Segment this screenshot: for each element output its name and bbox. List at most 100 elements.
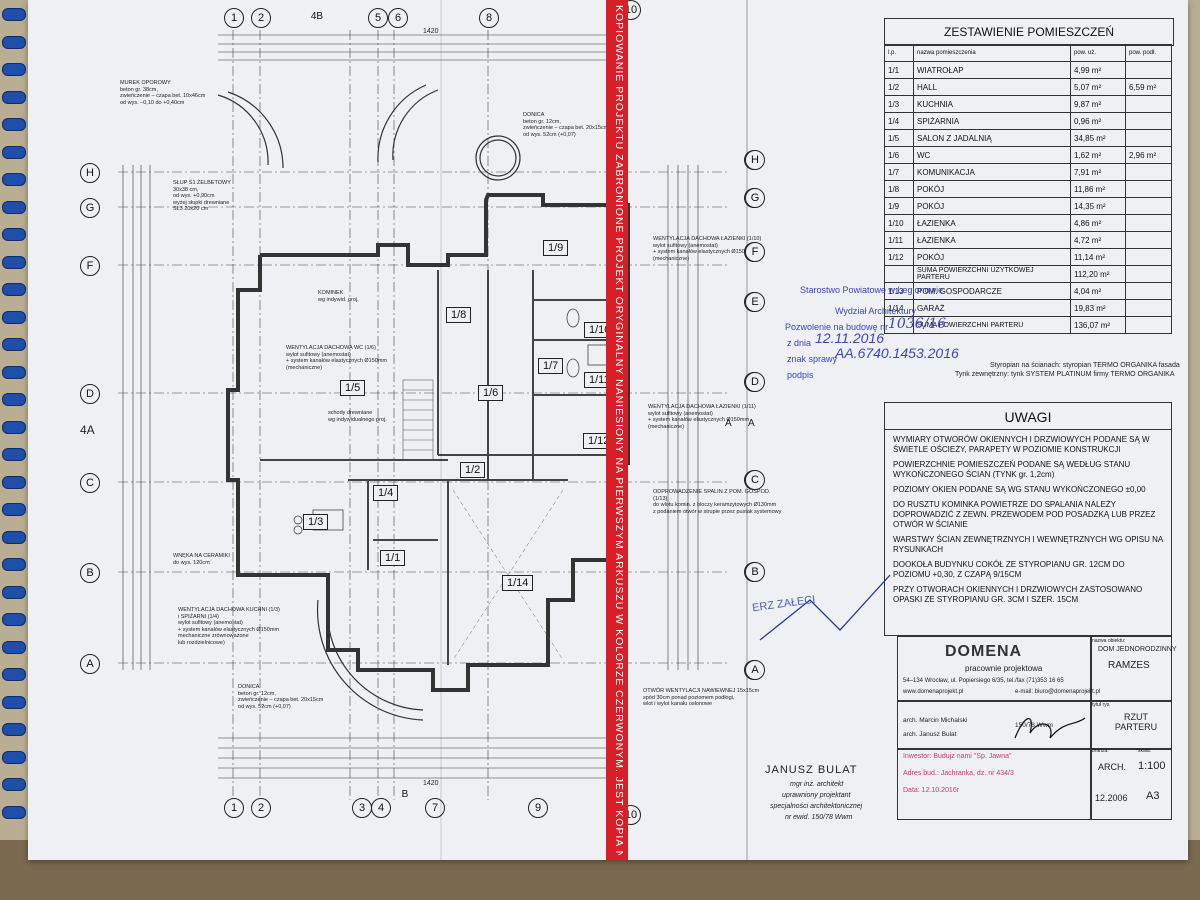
table-cell: ŁAZIENKA xyxy=(913,231,1071,249)
permit-case-number: AA.6740.1453.2016 xyxy=(835,345,959,361)
binding-ring xyxy=(2,173,26,186)
table-cell: 0,96 m² xyxy=(1070,112,1126,130)
table-cell: 9,87 m² xyxy=(1070,95,1126,113)
table-cell: 1/6 xyxy=(884,146,914,164)
note-item: WARSTWY ŚCIAN ZEWNĘTRZNYCH I WEWNĘTRZNYC… xyxy=(893,535,1163,554)
table-cell xyxy=(1125,61,1172,79)
paper-format: A3 xyxy=(1146,790,1160,802)
table-cell: POKÓJ xyxy=(913,248,1071,266)
signature-scribble xyxy=(759,574,891,641)
binding-ring xyxy=(2,750,26,764)
table-header: nazwa pomieszczenia xyxy=(913,44,1071,62)
copyright-strip-text: KOPIOWANIE PROJEKTU ZABRONIONE PROJEKT O… xyxy=(613,5,625,855)
title-block-divider xyxy=(897,700,1172,702)
axis-marker-bottom: 1 xyxy=(224,798,244,818)
brand-sub: pracownie projektowa xyxy=(965,664,1043,673)
binding-ring xyxy=(2,35,26,49)
binding-ring xyxy=(2,63,26,76)
binding-ring xyxy=(2,805,26,819)
sum-total-label: SUMA POWIERZCHNI PARTERU xyxy=(913,316,1071,334)
designer-signature xyxy=(1014,717,1086,739)
note-item: DOOKOŁA BUDYNKU COKÓŁ ZE STYROPIANU GR. … xyxy=(893,560,1125,579)
binding-ring xyxy=(2,585,26,599)
binding-ring xyxy=(2,338,26,351)
table-cell: 1/4 xyxy=(884,112,914,130)
room-label: 1/1 xyxy=(380,550,406,566)
room-label: 1/5 xyxy=(340,380,366,396)
axis-marker-panel: B xyxy=(745,562,765,582)
title-block xyxy=(897,636,1172,820)
signer-title: mgr inż. architekt xyxy=(790,781,844,788)
binding-ring xyxy=(2,365,26,379)
note-donica-bottom: DONICA beton gr. 12cm, zwieńczenie – cza… xyxy=(238,684,324,710)
room-label: 1/14 xyxy=(502,575,534,591)
investor: Inwestor: Budujz nami "Sp. Jawna" xyxy=(903,753,1012,760)
table-cell: KUCHNIA xyxy=(913,95,1071,113)
table-cell: HALL xyxy=(913,78,1071,96)
company-address: 54–134 Wrocław, ul. Popiersiego 6/35, te… xyxy=(903,678,1064,684)
binding-ring xyxy=(2,475,26,489)
room-label: 1/6 xyxy=(478,385,504,401)
binding-ring xyxy=(2,145,26,159)
signer-line: specjalności architektonicznej xyxy=(770,803,863,810)
sum-usable-label: SUMA POWIERZCHNI UŻYTKOWEJ PARTERU xyxy=(913,265,1071,283)
table-cell: SALON Z JADALNIĄ xyxy=(913,129,1071,147)
section-mark: A xyxy=(725,418,732,429)
table-cell: 1/9 xyxy=(884,197,914,215)
binding-ring xyxy=(2,668,26,681)
permit-case-label: znak sprawy xyxy=(787,354,838,364)
floor-plan: 1 2 4B 5 6 8 10 1 2 3 4 B 7 9 10 H G F D… xyxy=(28,0,781,860)
permit-label: Pozwolenie na budowę nr xyxy=(785,322,889,332)
table-cell: 11,86 m² xyxy=(1070,180,1126,198)
axis-marker-panel: C xyxy=(745,470,765,490)
object-name: DOM JEDNORODZINNY xyxy=(1098,646,1177,653)
axis-marker-left: C xyxy=(80,473,100,493)
permit-date-label: z dnia xyxy=(787,338,812,348)
axis-marker-top: 5 xyxy=(368,8,388,28)
axis-marker-left: B xyxy=(80,563,100,583)
axis-marker-top: 8 xyxy=(479,8,499,28)
drawing-label: tytuł rys. xyxy=(1092,702,1111,708)
table-cell: 34,85 m² xyxy=(1070,129,1126,147)
company-email: e-mail: biuro@domenaprojekt.pl xyxy=(1015,689,1101,695)
rooms-table-title: ZESTAWIENIE POMIESZCZEŃ xyxy=(884,18,1174,46)
binding-ring xyxy=(2,228,26,241)
object-label: nazwa obiektu: xyxy=(1092,638,1126,644)
note-item: POWIERZCHNIE POMIESZCZEŃ PODANE SĄ WEDŁU… xyxy=(893,460,1131,479)
note-spaliny: ODPROWADZENIE SPALIN Z POM. GOSPOD. (1/1… xyxy=(653,489,782,515)
axis-marker-bottom: B xyxy=(396,786,414,804)
axis-marker-left: F xyxy=(80,256,100,276)
binding-ring xyxy=(2,448,26,461)
binding-ring xyxy=(2,90,26,104)
permit-stamp-office: Starostwo Powiatowe w Legionowie xyxy=(800,285,944,295)
binding-ring xyxy=(2,420,26,434)
binding-ring xyxy=(2,310,26,324)
table-cell xyxy=(1125,248,1172,266)
table-cell: 1/11 xyxy=(884,231,914,249)
binding-ring xyxy=(2,640,26,654)
note-slup: SŁUP S1 ŻELBETOWY 30x38 cm, od wys. +0,9… xyxy=(173,180,231,212)
axis-marker-panel: D xyxy=(745,372,765,392)
binding-ring xyxy=(2,393,26,406)
table-cell xyxy=(1125,163,1172,181)
note-went-lazienki: WENTYLACJA DACHOWA ŁAZIENKI (1/10) wylot… xyxy=(653,236,762,262)
binding-ring xyxy=(2,255,26,269)
signer-name: JANUSZ BULAT xyxy=(765,764,858,776)
room-label: 1/7 xyxy=(538,358,564,374)
table-cell: 19,83 m² xyxy=(1070,299,1126,317)
note-kominek: KOMINEK wg indywid. proj. xyxy=(318,290,359,303)
table-cell xyxy=(1125,231,1172,249)
table-cell xyxy=(1125,129,1172,147)
table-cell: 4,86 m² xyxy=(1070,214,1126,232)
permit-sign-label: podpis xyxy=(787,370,814,380)
table-cell: 1/1 xyxy=(884,61,914,79)
table-cell: 14,35 m² xyxy=(1070,197,1126,215)
note-item: WYMIARY OTWORÓW OKIENNYCH I DRZWIOWYCH P… xyxy=(893,435,1150,454)
axis-marker-bottom: 3 xyxy=(352,798,372,818)
sum-row: SUMA POWIERZCHNI PARTERU 136,07 m² xyxy=(884,316,1172,334)
